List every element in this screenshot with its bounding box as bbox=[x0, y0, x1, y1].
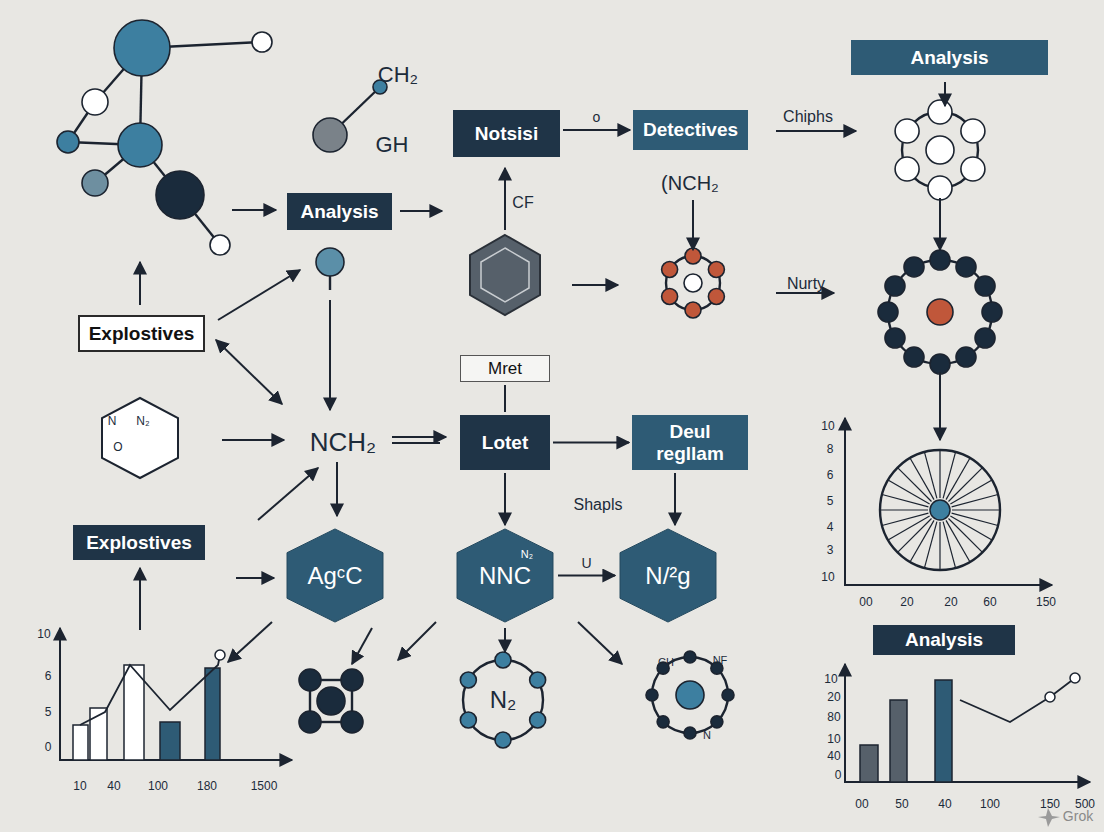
watermark: Grok bbox=[1063, 809, 1093, 824]
axis-tick: 00 bbox=[859, 596, 872, 609]
node-label: Analysis bbox=[300, 201, 378, 223]
connector bbox=[675, 473, 676, 525]
axis-tick: 20 bbox=[944, 596, 957, 609]
node-label: NNC bbox=[479, 562, 531, 590]
chem-label: O bbox=[113, 441, 122, 454]
axis-tick: 10 bbox=[824, 673, 837, 686]
axis-tick: 100 bbox=[148, 780, 168, 793]
connector bbox=[505, 473, 506, 525]
series-points bbox=[215, 650, 1080, 702]
process-box: Explostives bbox=[78, 315, 205, 352]
hexagon-node: N/²g bbox=[618, 528, 718, 623]
node-label: Explostives bbox=[89, 323, 195, 345]
node-label: Notsisi bbox=[475, 123, 538, 145]
edge-label: o bbox=[591, 109, 603, 125]
process-box: Analysis bbox=[287, 193, 392, 230]
axis-tick: 80 bbox=[827, 711, 840, 724]
axis-tick: 10 bbox=[821, 420, 834, 433]
axis-tick: 6 bbox=[827, 469, 834, 482]
axis-tick: 180 bbox=[197, 780, 217, 793]
bonds bbox=[68, 42, 1000, 740]
chem-label: N bbox=[108, 415, 117, 428]
chem-label: CH₂ bbox=[378, 63, 418, 87]
node-label: Deul regllam bbox=[640, 421, 740, 465]
connector bbox=[505, 385, 506, 412]
benzene-ring bbox=[470, 235, 540, 315]
atoms bbox=[57, 20, 1002, 748]
node-label: Lotet bbox=[482, 432, 528, 454]
process-box: Detectives bbox=[633, 110, 748, 150]
line-series bbox=[80, 655, 1075, 725]
process-box: Analysis bbox=[873, 625, 1015, 655]
process-box: Lotet bbox=[460, 415, 550, 470]
spokes bbox=[880, 450, 1000, 570]
node-label: Explostives bbox=[86, 532, 192, 554]
axis-tick: 40 bbox=[107, 780, 120, 793]
axis-tick: 150 bbox=[1040, 798, 1060, 811]
axis-tick: 3 bbox=[827, 544, 834, 557]
node-label: Analysis bbox=[910, 47, 988, 69]
edge-label: U bbox=[579, 555, 593, 571]
node-label: AgᶜC bbox=[307, 562, 362, 590]
chem-label: GH bbox=[376, 133, 409, 157]
axis-tick: 4 bbox=[827, 521, 834, 534]
process-box: Mret bbox=[460, 355, 550, 382]
axis-tick: 10 bbox=[37, 628, 50, 641]
connector bbox=[558, 575, 615, 576]
chem-label: N bbox=[703, 729, 711, 741]
axis-tick: 8 bbox=[827, 443, 834, 456]
chem-label: NCH₂ bbox=[310, 428, 376, 457]
node-subscript: N₂ bbox=[521, 548, 533, 561]
axis-tick: 0 bbox=[835, 769, 842, 782]
chem-label: Chiphs bbox=[783, 108, 833, 126]
axis-tick: 1500 bbox=[251, 780, 278, 793]
axis-tick: 60 bbox=[983, 596, 996, 609]
chem-label: N₂ bbox=[136, 415, 149, 428]
process-box: Analysis bbox=[851, 40, 1048, 75]
node-label: Mret bbox=[488, 359, 522, 379]
axis-tick: 20 bbox=[827, 691, 840, 704]
axis-tick: 5 bbox=[45, 706, 52, 719]
node-label: Detectives bbox=[643, 119, 738, 141]
axis-tick: 00 bbox=[855, 798, 868, 811]
hexagon-node: NNCN₂ bbox=[455, 528, 555, 623]
node-label: Analysis bbox=[905, 629, 983, 651]
hexagon-node: AgᶜC bbox=[285, 528, 385, 623]
connector bbox=[553, 442, 629, 443]
connector bbox=[563, 130, 630, 131]
axis-tick: 100 bbox=[980, 798, 1000, 811]
hexagon-ring bbox=[102, 398, 178, 478]
process-box: Notsisi bbox=[453, 110, 560, 157]
chem-label: N₂ bbox=[490, 687, 517, 713]
chem-label: (NCH₂ bbox=[661, 172, 719, 194]
chem-label: Nurty bbox=[787, 275, 825, 293]
axis-tick: 40 bbox=[938, 798, 951, 811]
axis-tick: 5 bbox=[827, 495, 834, 508]
chem-label: CF bbox=[512, 194, 533, 212]
bars bbox=[73, 665, 952, 782]
chem-label: Shapls bbox=[574, 496, 623, 514]
arrows bbox=[140, 82, 945, 664]
chart-axes bbox=[60, 418, 1090, 782]
process-box: Explostives bbox=[73, 525, 205, 560]
axis-tick: 10 bbox=[821, 571, 834, 584]
process-box: Deul regllam bbox=[632, 415, 748, 470]
axis-tick: 0 bbox=[45, 741, 52, 754]
axis-tick: 150 bbox=[1036, 596, 1056, 609]
axis-tick: 6 bbox=[45, 670, 52, 683]
chem-label: NF bbox=[713, 654, 728, 666]
axis-tick: 40 bbox=[827, 750, 840, 763]
axis-tick: 10 bbox=[827, 733, 840, 746]
chem-label: CH bbox=[658, 656, 674, 668]
axis-tick: 10 bbox=[73, 780, 86, 793]
axis-tick: 50 bbox=[895, 798, 908, 811]
axis-tick: 20 bbox=[900, 596, 913, 609]
node-label: N/²g bbox=[645, 562, 690, 590]
